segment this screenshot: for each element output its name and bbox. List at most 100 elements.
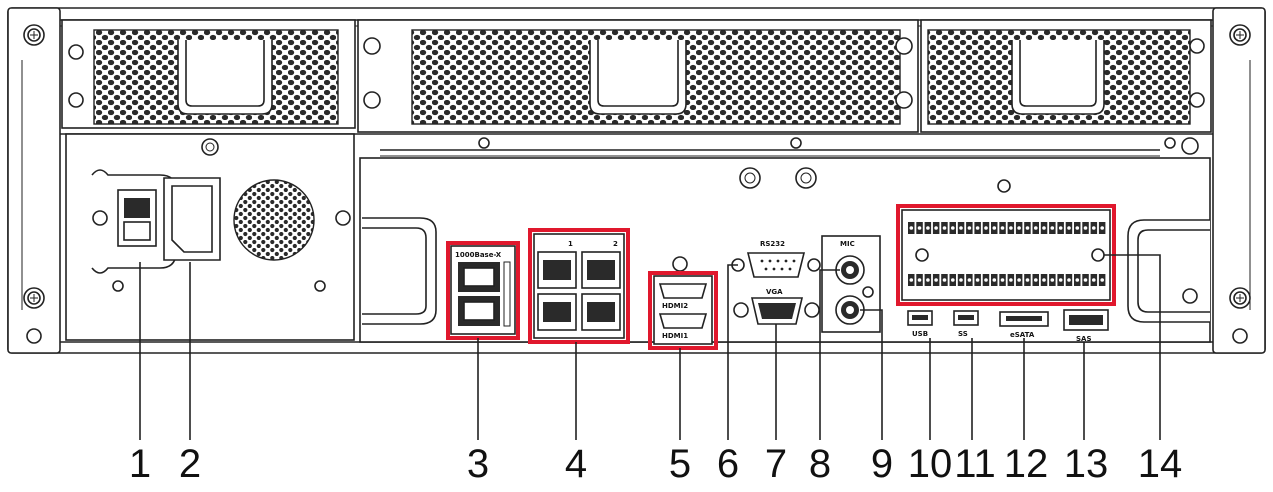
net-port-2-label: 2 [613,240,618,248]
hdmi-ports[interactable]: HDMI2 HDMI1 [653,256,713,345]
screw-icon [1229,24,1251,46]
terminal-screw [967,226,972,230]
esata-label: eSATA [1010,331,1035,339]
terminal-screw [992,226,997,230]
vga-port[interactable]: VGA [733,288,820,325]
rs232-port[interactable]: RS232 [731,240,821,278]
terminal-screw [942,226,947,230]
esata-port[interactable]: eSATA [999,311,1049,339]
usb2-port[interactable]: USB [907,310,933,338]
terminal-screw [1017,226,1021,230]
top-module-center [357,19,919,133]
terminal-screw [975,278,980,282]
audio-block: MIC [821,235,881,333]
sfp-ports[interactable]: 1000Base-X [450,245,516,335]
callout-14: 14 [1138,442,1183,486]
fan-vent [233,179,315,261]
terminal-screw [917,226,922,230]
terminal-screw [926,226,930,230]
terminal-screw [1083,226,1088,230]
callout-9: 9 [871,442,893,486]
audio-in[interactable] [835,255,865,285]
terminal-screw [1092,226,1096,230]
terminal-row-top [908,222,1106,234]
callout-10: 10 [908,442,953,486]
terminal-screw [1025,278,1030,282]
terminal-screw [959,278,963,282]
highlight-hdmi [648,271,718,350]
hdmi2-label: HDMI2 [662,302,688,310]
terminal-screw [1075,278,1080,282]
usb-label: USB [912,330,928,338]
callout-6: 6 [717,442,739,486]
power-socket[interactable] [163,177,221,261]
terminal-screw [909,278,914,282]
power-supply-bay [65,133,355,341]
terminal-screw [975,226,980,230]
terminal-screw [942,278,947,282]
terminal-screw [1100,278,1104,282]
terminal-screw [934,278,938,282]
terminal-screw [1058,226,1063,230]
leader-9 [860,309,883,440]
terminal-screw [1075,226,1080,230]
terminal-screw [984,278,988,282]
terminal-screw [1042,278,1046,282]
callout-1: 1 [129,442,151,486]
usb3-port[interactable]: SS [953,310,979,338]
terminal-screw [951,278,955,282]
terminal-screw [1083,278,1088,282]
terminal-screw [1000,278,1005,282]
mic-label: MIC [840,240,855,248]
terminal-screw [967,278,972,282]
leader-6 [727,264,738,440]
leader-14 [1104,254,1161,440]
terminal-screw [926,278,930,282]
sas-label: SAS [1076,335,1092,343]
terminal-screw [934,226,938,230]
callout-13: 13 [1064,442,1109,486]
sfp-label: 1000Base-X [455,251,502,259]
terminal-screw [1050,226,1055,230]
terminal-screw [992,278,997,282]
screw-icon [1229,287,1251,309]
terminal-screw [1067,226,1071,230]
sas-port[interactable]: SAS [1063,309,1109,343]
leader-8 [819,269,840,440]
hdmi1-label: HDMI1 [662,332,688,340]
terminal-screw [951,226,955,230]
alarm-terminal[interactable] [901,209,1111,301]
power-switch[interactable] [117,189,157,247]
net-port-1-label: 1 [568,240,573,248]
terminal-screw [1100,226,1104,230]
terminal-screw [1034,226,1038,230]
rack-screws [23,24,1251,344]
screw-icon [23,24,45,46]
terminal-screw [1058,278,1063,282]
top-module-left [61,19,356,129]
terminal-row-bottom [908,274,1106,286]
screw-icon [23,287,45,309]
callout-numbers: 1 2 3 4 5 6 7 8 9 10 11 12 13 14 [129,442,1182,486]
callout-5: 5 [669,442,691,486]
terminal-screw [1000,226,1005,230]
callout-2: 2 [179,442,201,486]
terminal-screw [1092,278,1096,282]
terminal-screw [1009,278,1013,282]
network-ports[interactable]: 1 2 [533,233,625,339]
terminal-screw [1017,278,1021,282]
terminal-screw [1042,226,1046,230]
highlight-network [528,228,630,344]
terminal-screw [1025,226,1030,230]
callout-3: 3 [467,442,489,486]
rs232-label: RS232 [760,240,785,248]
callout-11: 11 [954,442,996,486]
top-module-right [920,19,1212,133]
terminal-screw [917,278,922,282]
audio-out[interactable] [835,295,865,325]
callout-4: 4 [565,442,587,486]
highlight-sfp [446,241,520,340]
usb3-label: SS [958,330,968,338]
